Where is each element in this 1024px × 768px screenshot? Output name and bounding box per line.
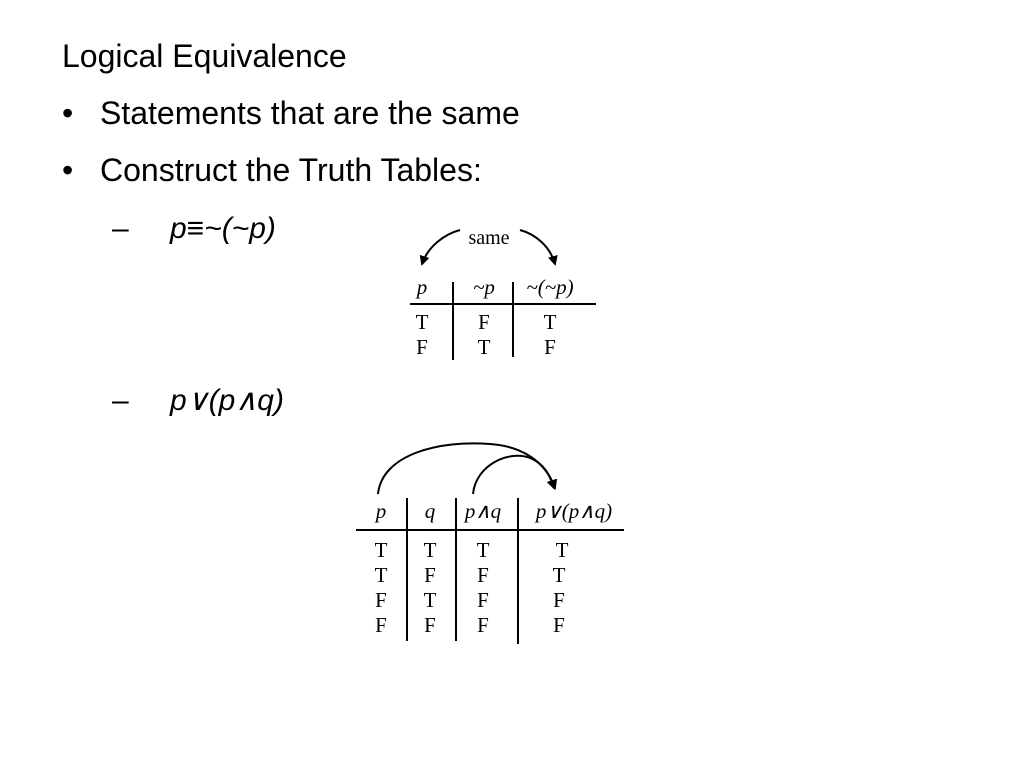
sub-item-double-negation: – p≡~(~p) <box>112 210 276 248</box>
table-cell: F <box>416 335 428 359</box>
table-cell: F <box>477 588 489 612</box>
table-cell: F <box>478 310 490 334</box>
bullet-text: Statements that are the same <box>100 95 520 131</box>
slide-title: Logical Equivalence <box>62 38 347 74</box>
table-cell: T <box>424 588 437 612</box>
same-arrow-left <box>419 229 461 266</box>
table-cell: T <box>416 310 429 334</box>
same-arrow-right <box>519 229 558 266</box>
truth-table-absorption: p q p∧q p∨(p∧q) T T T T T F F T F T F F … <box>356 442 624 644</box>
arrow-p-to-result <box>377 442 558 495</box>
table-cell: T <box>556 538 569 562</box>
truth-table-double-negation: same p ~p ~(~p) T F T F T F <box>410 227 596 360</box>
table-header: p <box>374 499 387 523</box>
table-header: p∨(p∧q) <box>534 499 612 523</box>
table-cell: F <box>375 588 387 612</box>
table-cell: F <box>424 563 436 587</box>
table-cell: F <box>553 588 565 612</box>
table-cell: F <box>544 335 556 359</box>
table-header: p∧q <box>463 499 502 523</box>
table-cell: T <box>375 563 388 587</box>
table-cell: F <box>375 613 387 637</box>
table-header: ~p <box>473 275 495 299</box>
sub-expression: p≡~(~p) <box>170 212 276 245</box>
table-header: p <box>415 275 428 299</box>
table-header: ~(~p) <box>526 275 573 299</box>
bullet-item: • Construct the Truth Tables: <box>62 150 482 190</box>
table-cell: T <box>477 538 490 562</box>
bullet-item: • Statements that are the same <box>62 93 520 133</box>
table-cell: F <box>424 613 436 637</box>
same-label: same <box>468 227 509 249</box>
table-cell: F <box>477 563 489 587</box>
table-cell: F <box>477 613 489 637</box>
table-cell: T <box>424 538 437 562</box>
sub-dash: – <box>112 384 129 417</box>
sub-item-absorption: – p∨(p∧q) <box>112 382 284 420</box>
sub-dash: – <box>112 212 129 245</box>
table-cell: T <box>375 538 388 562</box>
table-header: q <box>425 499 436 523</box>
table-cell: F <box>553 613 565 637</box>
arrow-pq-to-result <box>472 454 557 495</box>
table-cell: T <box>553 563 566 587</box>
sub-expression: p∨(p∧q) <box>170 384 284 417</box>
table-cell: T <box>544 310 557 334</box>
bullet-dot-icon: • <box>62 152 74 188</box>
bullet-dot-icon: • <box>62 95 74 131</box>
bullet-text: Construct the Truth Tables: <box>100 152 482 188</box>
table-cell: T <box>478 335 491 359</box>
